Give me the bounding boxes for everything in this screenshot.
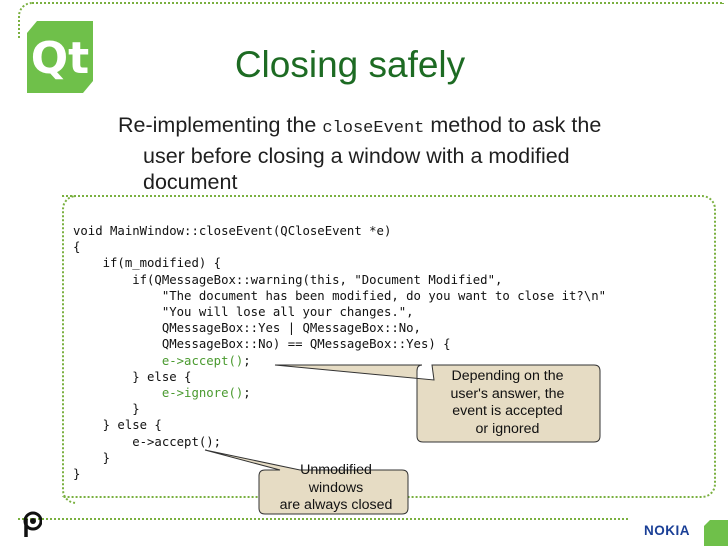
code-line: e->ignore(); — [161, 386, 251, 401]
code-line: "You will lose all your changes.", — [73, 305, 414, 320]
code-line: if(m_modified) { — [73, 256, 222, 271]
code-line: } — [73, 450, 111, 465]
code-line: if(QMessageBox::warning(this, "Document … — [73, 272, 503, 287]
code-line: QMessageBox::Yes | QMessageBox::No, — [73, 321, 421, 336]
code-line: QMessageBox::No) == QMessageBox::Yes) { — [73, 337, 451, 352]
svg-text:Qt: Qt — [31, 33, 89, 84]
bullet-line-2: user before closing a window with a modi… — [143, 143, 570, 168]
footer-divider — [18, 518, 628, 520]
footer-logo-icon — [23, 511, 42, 537]
code-line: "The document has been modified, do you … — [73, 288, 607, 303]
code-line: e->accept(); — [73, 434, 222, 449]
callout-answer-text: Depending on the user's answer, the even… — [450, 368, 565, 437]
code-term: closeEvent — [322, 119, 425, 138]
code-line: { — [73, 240, 81, 255]
code-line: } — [73, 467, 81, 482]
slide-frame-top — [18, 2, 724, 38]
code-line: void MainWindow::closeEvent(QCloseEvent … — [73, 224, 392, 238]
slide-title: Closing safely — [234, 44, 466, 85]
bullet-line-3: document — [143, 170, 238, 194]
nokia-logo: NOKIA — [644, 523, 690, 538]
code-block: void MainWindow::closeEvent(QCloseEvent … — [73, 223, 606, 482]
qt-logo: Qt — [27, 21, 93, 93]
corner-mark-icon — [704, 520, 728, 546]
code-line: e->accept(); — [161, 353, 251, 368]
bullet-text: Re-implementing the closeEvent method to… — [118, 112, 678, 196]
code-line: } — [73, 402, 140, 417]
code-line: } else { — [73, 369, 192, 384]
code-line: } else { — [73, 418, 162, 433]
callout-unmodified-text: Unmodified windows are always closed — [279, 462, 393, 513]
bullet-line-1: Re-implementing the closeEvent method to… — [118, 113, 602, 138]
